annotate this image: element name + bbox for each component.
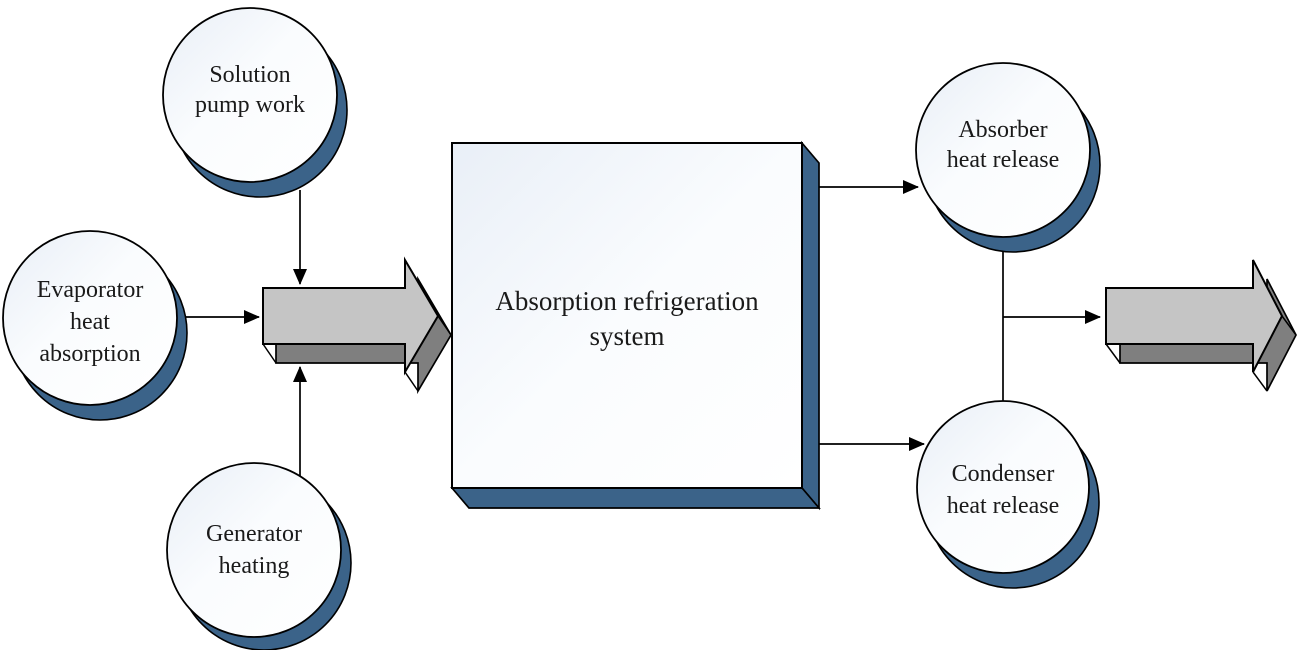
node-label-line: heating [219,553,290,579]
node-condenser-heat-release: Condenser heat release [916,400,1100,589]
node-evaporator-heat-absorption: Evaporator heat absorption [2,230,188,421]
circle-face [166,462,342,638]
node-label-line: pump work [195,92,305,118]
node-label-line: Absorber [958,117,1047,143]
node-generator-heating: Generator heating [166,462,352,650]
node-absorber-heat-release: Absorber heat release [915,62,1101,253]
system-box-label-line: system [589,321,664,351]
node-label-line: absorption [39,341,140,367]
circle-face [2,230,178,406]
output-flow-block-arrow [1105,259,1297,392]
node-label-line: Evaporator [37,277,144,303]
connectors [184,180,1101,476]
bevel-edge [437,315,452,336]
block-arrow-face [262,256,440,376]
bevel-edge [404,371,419,392]
circle-face [916,400,1090,574]
bevel-edge [262,343,277,364]
node-label-line: heat release [947,493,1060,519]
system-box-right-bevel [801,140,820,511]
system-box-bottom-bevel [450,487,821,509]
node-solution-pump-work: Solution pump work [162,7,348,198]
circle-face [162,7,338,183]
input-flow-block-arrow [262,256,452,395]
circle-face [915,62,1091,238]
system-box: Absorption refrigeration system [450,140,821,511]
bevel-edge [1252,371,1268,392]
node-label-line: Condenser [952,461,1055,487]
bevel-edge [1105,343,1121,364]
node-label-line: heat release [947,147,1060,173]
node-label-line: Solution [209,62,290,88]
system-box-face [451,142,803,489]
block-arrow-face [1105,259,1284,373]
node-label-line: heat [70,309,110,335]
node-label-line: Generator [206,521,302,547]
bevel-edge [1281,315,1297,336]
system-box-label-line: Absorption refrigeration [495,286,759,316]
